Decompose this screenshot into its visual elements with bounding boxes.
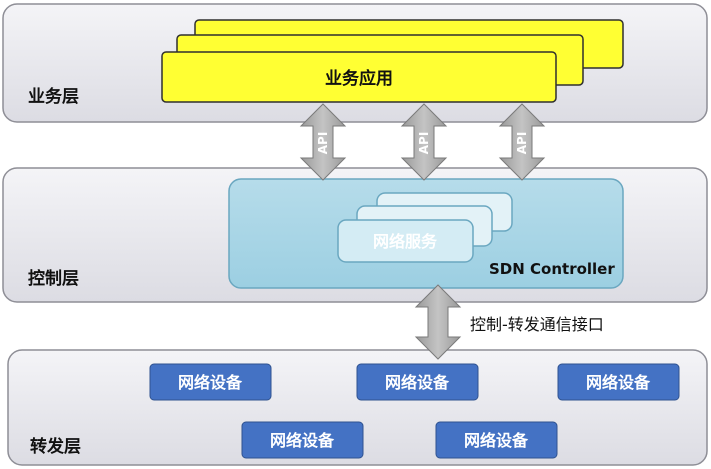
api-arrow-1-label: API	[316, 132, 330, 155]
api-arrow-2-label: API	[417, 132, 431, 155]
interface-label: 控制-转发通信接口	[470, 315, 604, 334]
network-service-stack: 网络服务	[337, 192, 513, 263]
business-app-label: 业务应用	[325, 68, 393, 89]
api-arrow-3-label: API	[515, 132, 529, 155]
control-forwarding-arrow	[414, 284, 462, 360]
business-app-card-front	[161, 51, 557, 103]
network-device-3: 网络设备	[557, 363, 680, 401]
network-device-5-label: 网络设备	[464, 431, 529, 450]
forwarding-layer-label: 转发层	[30, 436, 81, 457]
network-device-4-label: 网络设备	[270, 431, 335, 450]
network-device-1-label: 网络设备	[178, 373, 243, 392]
business-app-stack: 业务应用	[161, 19, 624, 103]
network-device-3-label: 网络设备	[586, 373, 651, 392]
network-device-5: 网络设备	[435, 421, 558, 459]
network-device-2-label: 网络设备	[385, 373, 450, 392]
api-arrow-3: API	[498, 103, 546, 181]
control-layer-label: 控制层	[28, 268, 79, 289]
network-device-2: 网络设备	[356, 363, 479, 401]
network-service-label: 网络服务	[373, 232, 438, 251]
api-arrow-1: API	[299, 103, 347, 181]
sdn-controller-label: SDN Controller	[489, 260, 615, 278]
network-service-card-front	[337, 219, 474, 263]
business-layer-label: 业务层	[28, 86, 79, 107]
api-arrow-2: API	[400, 103, 448, 181]
network-device-1: 网络设备	[149, 363, 272, 401]
network-device-4: 网络设备	[241, 421, 364, 459]
